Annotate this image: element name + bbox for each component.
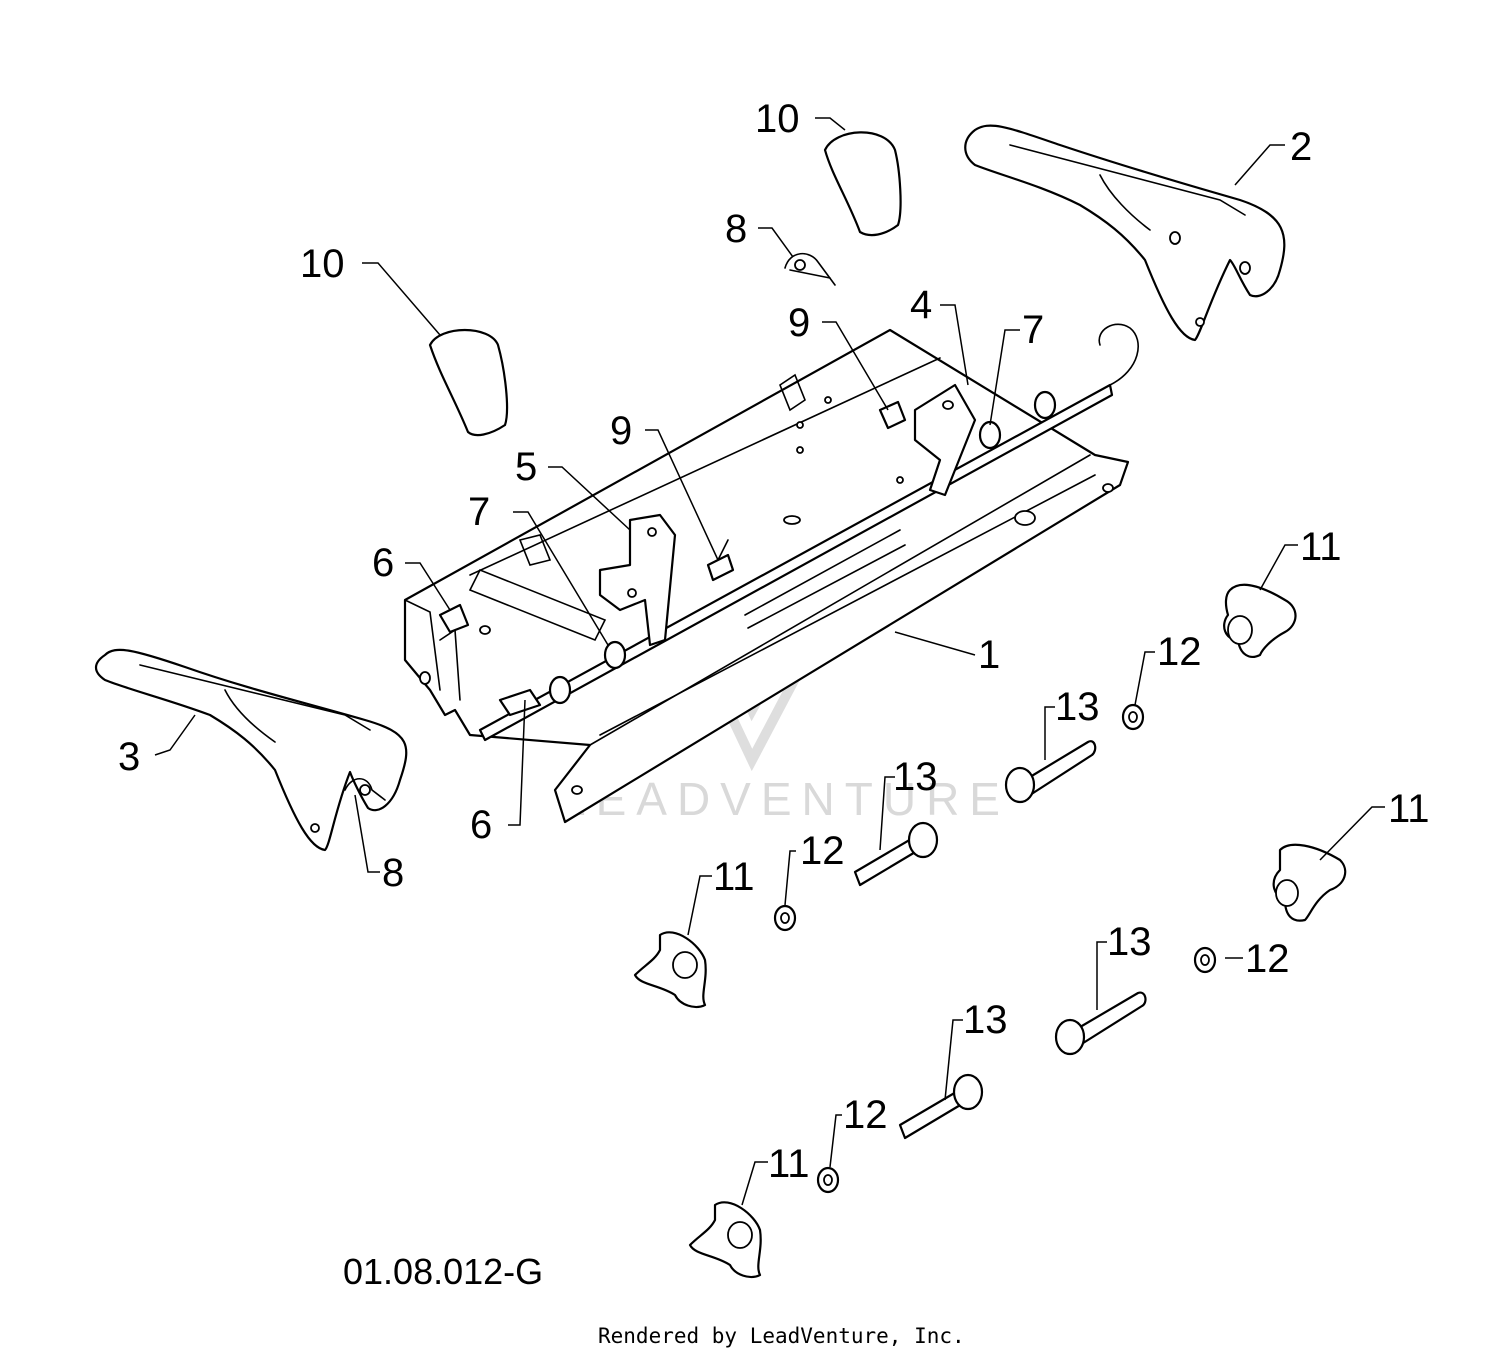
carriage-bolt-2[interactable] bbox=[853, 821, 939, 887]
bushing-lower[interactable] bbox=[498, 688, 542, 717]
lever-bracket[interactable] bbox=[598, 513, 677, 647]
callout-11-c: 11 bbox=[713, 855, 755, 899]
diagram-code: 01.08.012-G bbox=[343, 1251, 543, 1292]
callout-4: 4 bbox=[910, 283, 932, 327]
star-knob-4[interactable] bbox=[688, 1201, 762, 1279]
callout-13-a: 13 bbox=[1055, 685, 1100, 729]
carriage-bolt-1[interactable] bbox=[1004, 740, 1097, 804]
callout-6-upper: 6 bbox=[372, 541, 394, 585]
callout-12-c: 12 bbox=[1245, 937, 1290, 981]
callout-13-c: 13 bbox=[1107, 920, 1152, 964]
bushing-left[interactable] bbox=[438, 603, 470, 634]
render-credit: Rendered by LeadVenture, Inc. bbox=[598, 1324, 965, 1348]
star-knob-2[interactable] bbox=[1272, 843, 1347, 922]
handle-knob-top[interactable] bbox=[823, 131, 902, 237]
carriage-bolt-3[interactable] bbox=[1054, 991, 1147, 1056]
callout-5: 5 bbox=[515, 445, 537, 489]
callout-10-top: 10 bbox=[755, 97, 800, 141]
pivot-plate[interactable] bbox=[913, 383, 977, 497]
carriage-bolt-4[interactable] bbox=[898, 1073, 984, 1140]
callout-11-a: 11 bbox=[1300, 525, 1342, 569]
callout-12-b: 12 bbox=[800, 829, 845, 873]
callout-8-top: 8 bbox=[725, 207, 747, 251]
control-lever-left[interactable] bbox=[94, 648, 408, 852]
callout-12-a: 12 bbox=[1157, 630, 1202, 674]
callout-11-b: 11 bbox=[1388, 787, 1430, 831]
star-knob-1[interactable] bbox=[1223, 583, 1297, 658]
shoulder-bolt-left[interactable] bbox=[706, 539, 735, 582]
lock-nut-2[interactable] bbox=[773, 904, 797, 932]
callout-1: 1 bbox=[978, 633, 1000, 677]
callout-11-d: 11 bbox=[768, 1142, 810, 1186]
callout-6-lower: 6 bbox=[470, 803, 492, 847]
lock-nut-3[interactable] bbox=[1193, 946, 1217, 974]
star-knob-3[interactable] bbox=[633, 931, 707, 1009]
callout-12-d: 12 bbox=[843, 1093, 888, 1137]
callout-13-d: 13 bbox=[963, 998, 1008, 1042]
callout-8-bottom: 8 bbox=[382, 851, 404, 895]
callout-9-right: 9 bbox=[788, 301, 810, 345]
callout-7-left: 7 bbox=[468, 490, 490, 534]
callout-7-right: 7 bbox=[1022, 308, 1044, 352]
lock-nut-4[interactable] bbox=[816, 1166, 840, 1194]
hairpin-clip-top[interactable] bbox=[784, 252, 836, 286]
control-lever-right[interactable] bbox=[964, 124, 1286, 342]
callout-13-b: 13 bbox=[893, 755, 938, 799]
callout-10-left: 10 bbox=[300, 242, 345, 286]
callout-3: 3 bbox=[118, 735, 140, 779]
spacer-right[interactable] bbox=[978, 390, 1057, 450]
handle-knob-left[interactable] bbox=[428, 328, 509, 437]
callout-9-left: 9 bbox=[610, 409, 632, 453]
lock-nut-1[interactable] bbox=[1121, 703, 1145, 731]
spacer-left[interactable] bbox=[548, 640, 627, 705]
callout-2: 2 bbox=[1290, 125, 1312, 169]
leader-lines bbox=[154, 117, 1385, 1206]
